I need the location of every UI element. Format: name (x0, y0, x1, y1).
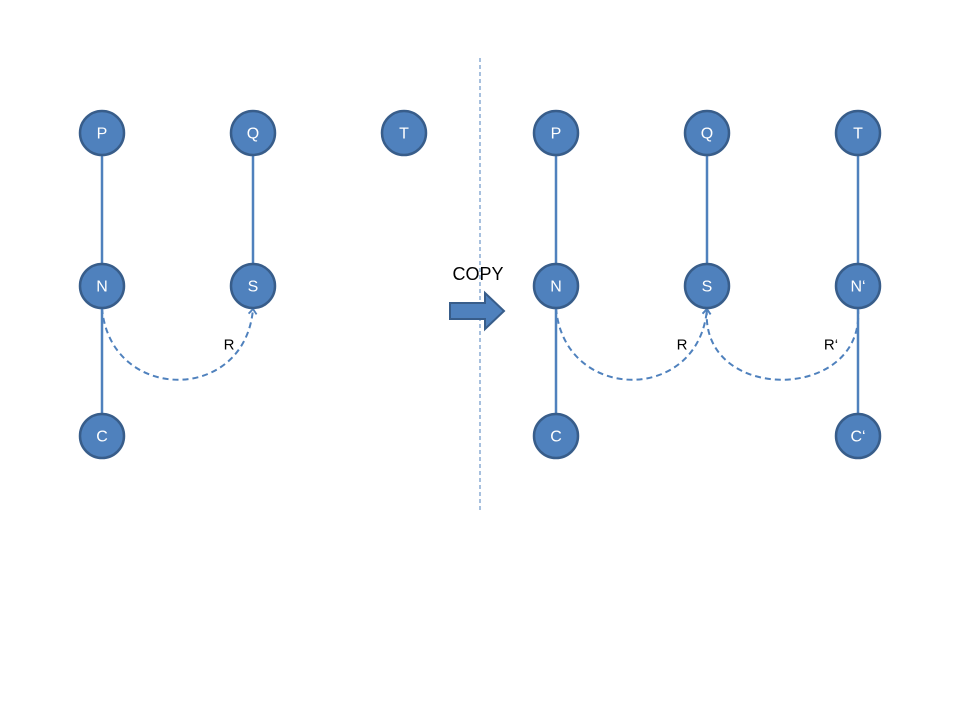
node-s: S (229, 262, 277, 310)
node-c: C (78, 412, 126, 460)
node-n2: N‘ (834, 262, 882, 310)
node-c: C (532, 412, 580, 460)
node-circle (229, 109, 277, 157)
reference-label: R (677, 337, 688, 354)
node-label: T (399, 126, 409, 143)
node-label: C (96, 429, 108, 446)
node-circle (380, 109, 428, 157)
node-q: Q (229, 109, 277, 157)
node-circle (532, 262, 580, 310)
reference-arc-n-s (101, 307, 258, 381)
node-circle (78, 412, 126, 460)
node-circle (834, 109, 882, 157)
node-circle (834, 412, 882, 460)
node-label: P (97, 126, 108, 143)
right-arrow-icon (449, 290, 506, 332)
node-label: N (550, 279, 562, 296)
node-p: P (78, 109, 126, 157)
node-label: Q (701, 126, 713, 143)
node-circle (683, 109, 731, 157)
node-p: P (532, 109, 580, 157)
node-label: N (96, 279, 108, 296)
node-t: T (834, 109, 882, 157)
reference-label: R (224, 337, 235, 354)
node-circle (229, 262, 277, 310)
node-t: T (380, 109, 428, 157)
node-circle (78, 262, 126, 310)
node-label: T (853, 126, 863, 143)
node-n: N (532, 262, 580, 310)
node-label: S (248, 279, 259, 296)
node-s: S (683, 262, 731, 310)
after-graph: R R‘ P Q T N S N‘ C C‘ (532, 109, 882, 460)
node-circle (834, 262, 882, 310)
node-circle (532, 109, 580, 157)
node-label: S (702, 279, 713, 296)
node-circle (78, 109, 126, 157)
node-n: N (78, 262, 126, 310)
reference-arc-n2-s (701, 307, 860, 381)
node-label: Q (247, 126, 259, 143)
node-circle (683, 262, 731, 310)
node-label: C (550, 429, 562, 446)
before-graph: R P Q T N S C (78, 109, 428, 460)
node-label: P (551, 126, 562, 143)
node-q: Q (683, 109, 731, 157)
node-circle (532, 412, 580, 460)
reference-arc-n-s (555, 307, 712, 381)
reference-label: R‘ (824, 337, 838, 354)
node-label: N‘ (850, 279, 865, 296)
node-label: C‘ (850, 429, 865, 446)
copy-label: COPY (452, 264, 503, 284)
node-c2: C‘ (834, 412, 882, 460)
